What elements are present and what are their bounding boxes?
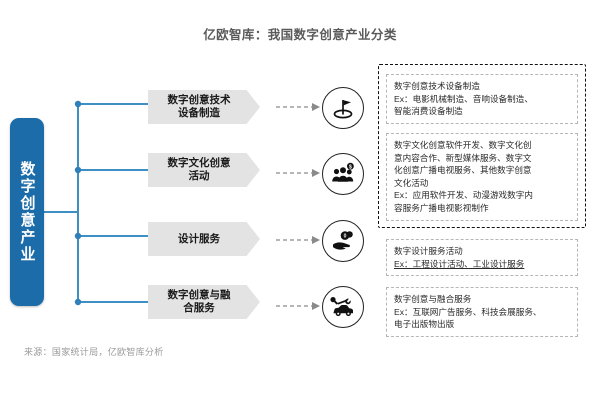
category-label-4-line1: 数字创意与融 <box>167 289 231 301</box>
description-box-3: 数字设计服务活动 Ex：工程设计活动、工业设计服务 <box>386 239 578 277</box>
people-money-icon: $ <box>332 162 354 182</box>
group-outline <box>378 64 586 228</box>
description-1-line-2: Ex：电影机械制造、音响设备制造、 <box>394 93 533 104</box>
car-wrench-icon <box>330 297 353 317</box>
description-2-line-5: Ex：应用软件开发、动漫游戏数字内 <box>394 190 533 201</box>
svg-text:0: 0 <box>344 234 347 240</box>
page-title: 亿欧智库：我国数字创意产业分类 <box>203 28 397 42</box>
description-4-line-3: 电子出版物出版 <box>394 319 455 330</box>
description-3-line-2: Ex：工程设计活动、工业设计服务 <box>394 258 525 269</box>
category-label-2-line1: 数字文化创意 <box>167 157 231 169</box>
category-label-2-line2: 活动 <box>188 170 210 182</box>
description-1-line-1: 数字创意技术设备制造 <box>394 81 480 91</box>
root-node-label: 数字创意产业 <box>18 161 36 263</box>
category-label-1-line1: 数字创意技术 <box>167 94 231 106</box>
hand-coins-icon: 0 <box>333 231 353 250</box>
description-2-line-6: 容服务广播电视影视制作 <box>394 202 489 213</box>
category-box-1[interactable]: 数字创意技术 设备制造 <box>148 90 260 124</box>
source-note: 来源：国家统计局，亿欧智库分析 <box>24 347 164 357</box>
flag-marker-icon <box>333 100 353 119</box>
description-box-1: 数字创意技术设备制造 Ex：电影机械制造、音响设备制造、 智能消费设备制造 <box>386 74 578 124</box>
category-box-2[interactable]: 数字文化创意 活动 <box>148 153 260 187</box>
category-label-4-line2: 合服务 <box>183 302 215 314</box>
category-box-4[interactable]: 数字创意与融 合服务 <box>148 285 260 319</box>
root-node: 数字创意产业 <box>10 118 44 306</box>
description-box-2: 数字文化创意软件开发、数字文化创 意内容合作、新型媒体服务、数字文 化创意广播电… <box>386 133 578 221</box>
description-2-line-2: 意内容合作、新型媒体服务、数字文 <box>394 152 532 163</box>
description-3-line-1: 数字设计服务活动 <box>394 246 463 256</box>
category-box-3[interactable]: 设计服务 <box>148 222 260 256</box>
description-4-line-1: 数字创意与融合服务 <box>394 294 472 304</box>
description-2-line-4: 文化活动 <box>394 177 429 188</box>
icon-circle-2: $ <box>322 153 364 195</box>
icon-circle-3: 0 <box>322 220 364 262</box>
description-box-4: 数字创意与融合服务 Ex：互联网广告服务、科技会展服务、 电子出版物出版 <box>386 287 578 337</box>
icon-circle-4 <box>322 286 364 328</box>
description-2-line-1: 数字文化创意软件开发、数字文化创 <box>394 140 532 150</box>
icon-circle-1 <box>322 87 364 129</box>
category-label-3-line1: 设计服务 <box>178 232 220 245</box>
description-4-line-2: Ex：互联网广告服务、科技会展服务、 <box>394 306 542 317</box>
svg-text:$: $ <box>349 164 352 170</box>
description-1-line-3: 智能消费设备制造 <box>394 106 463 117</box>
category-label-1-line2: 设备制造 <box>178 107 220 119</box>
description-2-line-3: 化创意广播电视服务、其他数字创意 <box>394 165 532 176</box>
